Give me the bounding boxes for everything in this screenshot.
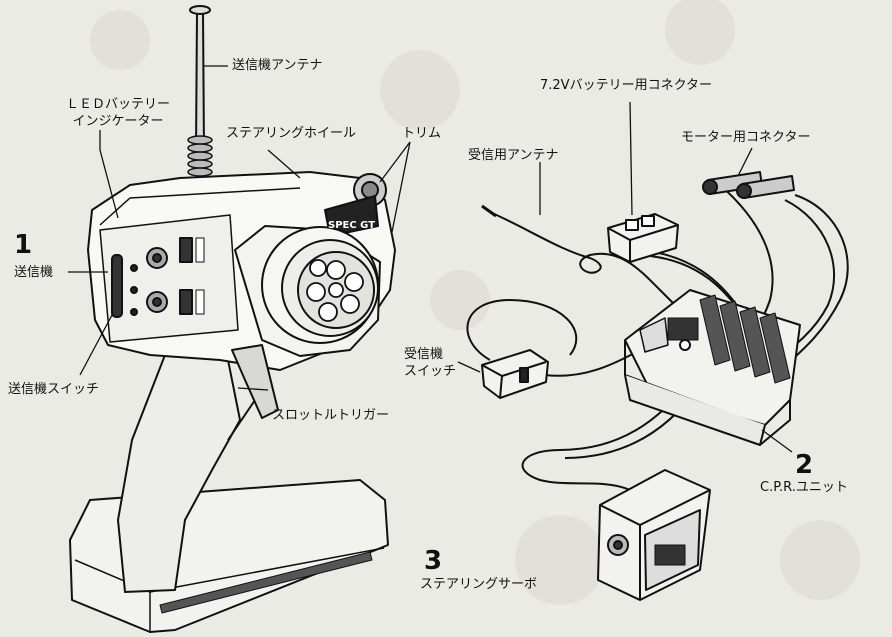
receiver-switch-label: 受信機 スイッチ <box>404 347 457 379</box>
transmitter-switch-label: 送信機スイッチ <box>8 382 100 397</box>
led-battery-indicator-label: ＬＥＤバッテリー インジケーター <box>66 97 171 129</box>
transmitter-label: 送信機 <box>14 265 54 280</box>
transmitter-number: 1 <box>14 230 33 260</box>
cpr-unit-label: C.P.R.ユニット <box>760 480 848 495</box>
throttle-trigger-label: スロットルトリガー <box>272 408 390 423</box>
steering-servo <box>597 469 711 601</box>
transmitter-antenna <box>195 11 205 151</box>
trim-label: トリム <box>402 126 442 141</box>
transmitter-grip <box>117 344 241 593</box>
transmitter <box>69 5 396 633</box>
receiver-antenna-wire <box>489 211 701 331</box>
cpr-unit-number: 2 <box>795 450 814 480</box>
steering-servo-number: 3 <box>424 546 443 576</box>
receiver-antenna-label: 受信用アンテナ <box>468 148 559 163</box>
cpr-unit <box>624 289 801 446</box>
steering-wheel-label: ステアリングホイール <box>226 126 357 141</box>
receiver-switch-part <box>481 349 549 399</box>
leader-lines <box>68 65 793 453</box>
battery-connector-label: 7.2Vバッテリー用コネクター <box>540 78 713 93</box>
battery-connector <box>607 213 679 263</box>
motor-connector-label: モーター用コネクター <box>681 130 811 145</box>
throttle-trigger <box>231 344 279 419</box>
transmitter-antenna-label: 送信機アンテナ <box>232 58 323 73</box>
spec-gt-text: SPEC GT <box>328 220 375 231</box>
motor-connectors <box>702 171 795 199</box>
steering-servo-label: ステアリングサーボ <box>420 577 538 592</box>
